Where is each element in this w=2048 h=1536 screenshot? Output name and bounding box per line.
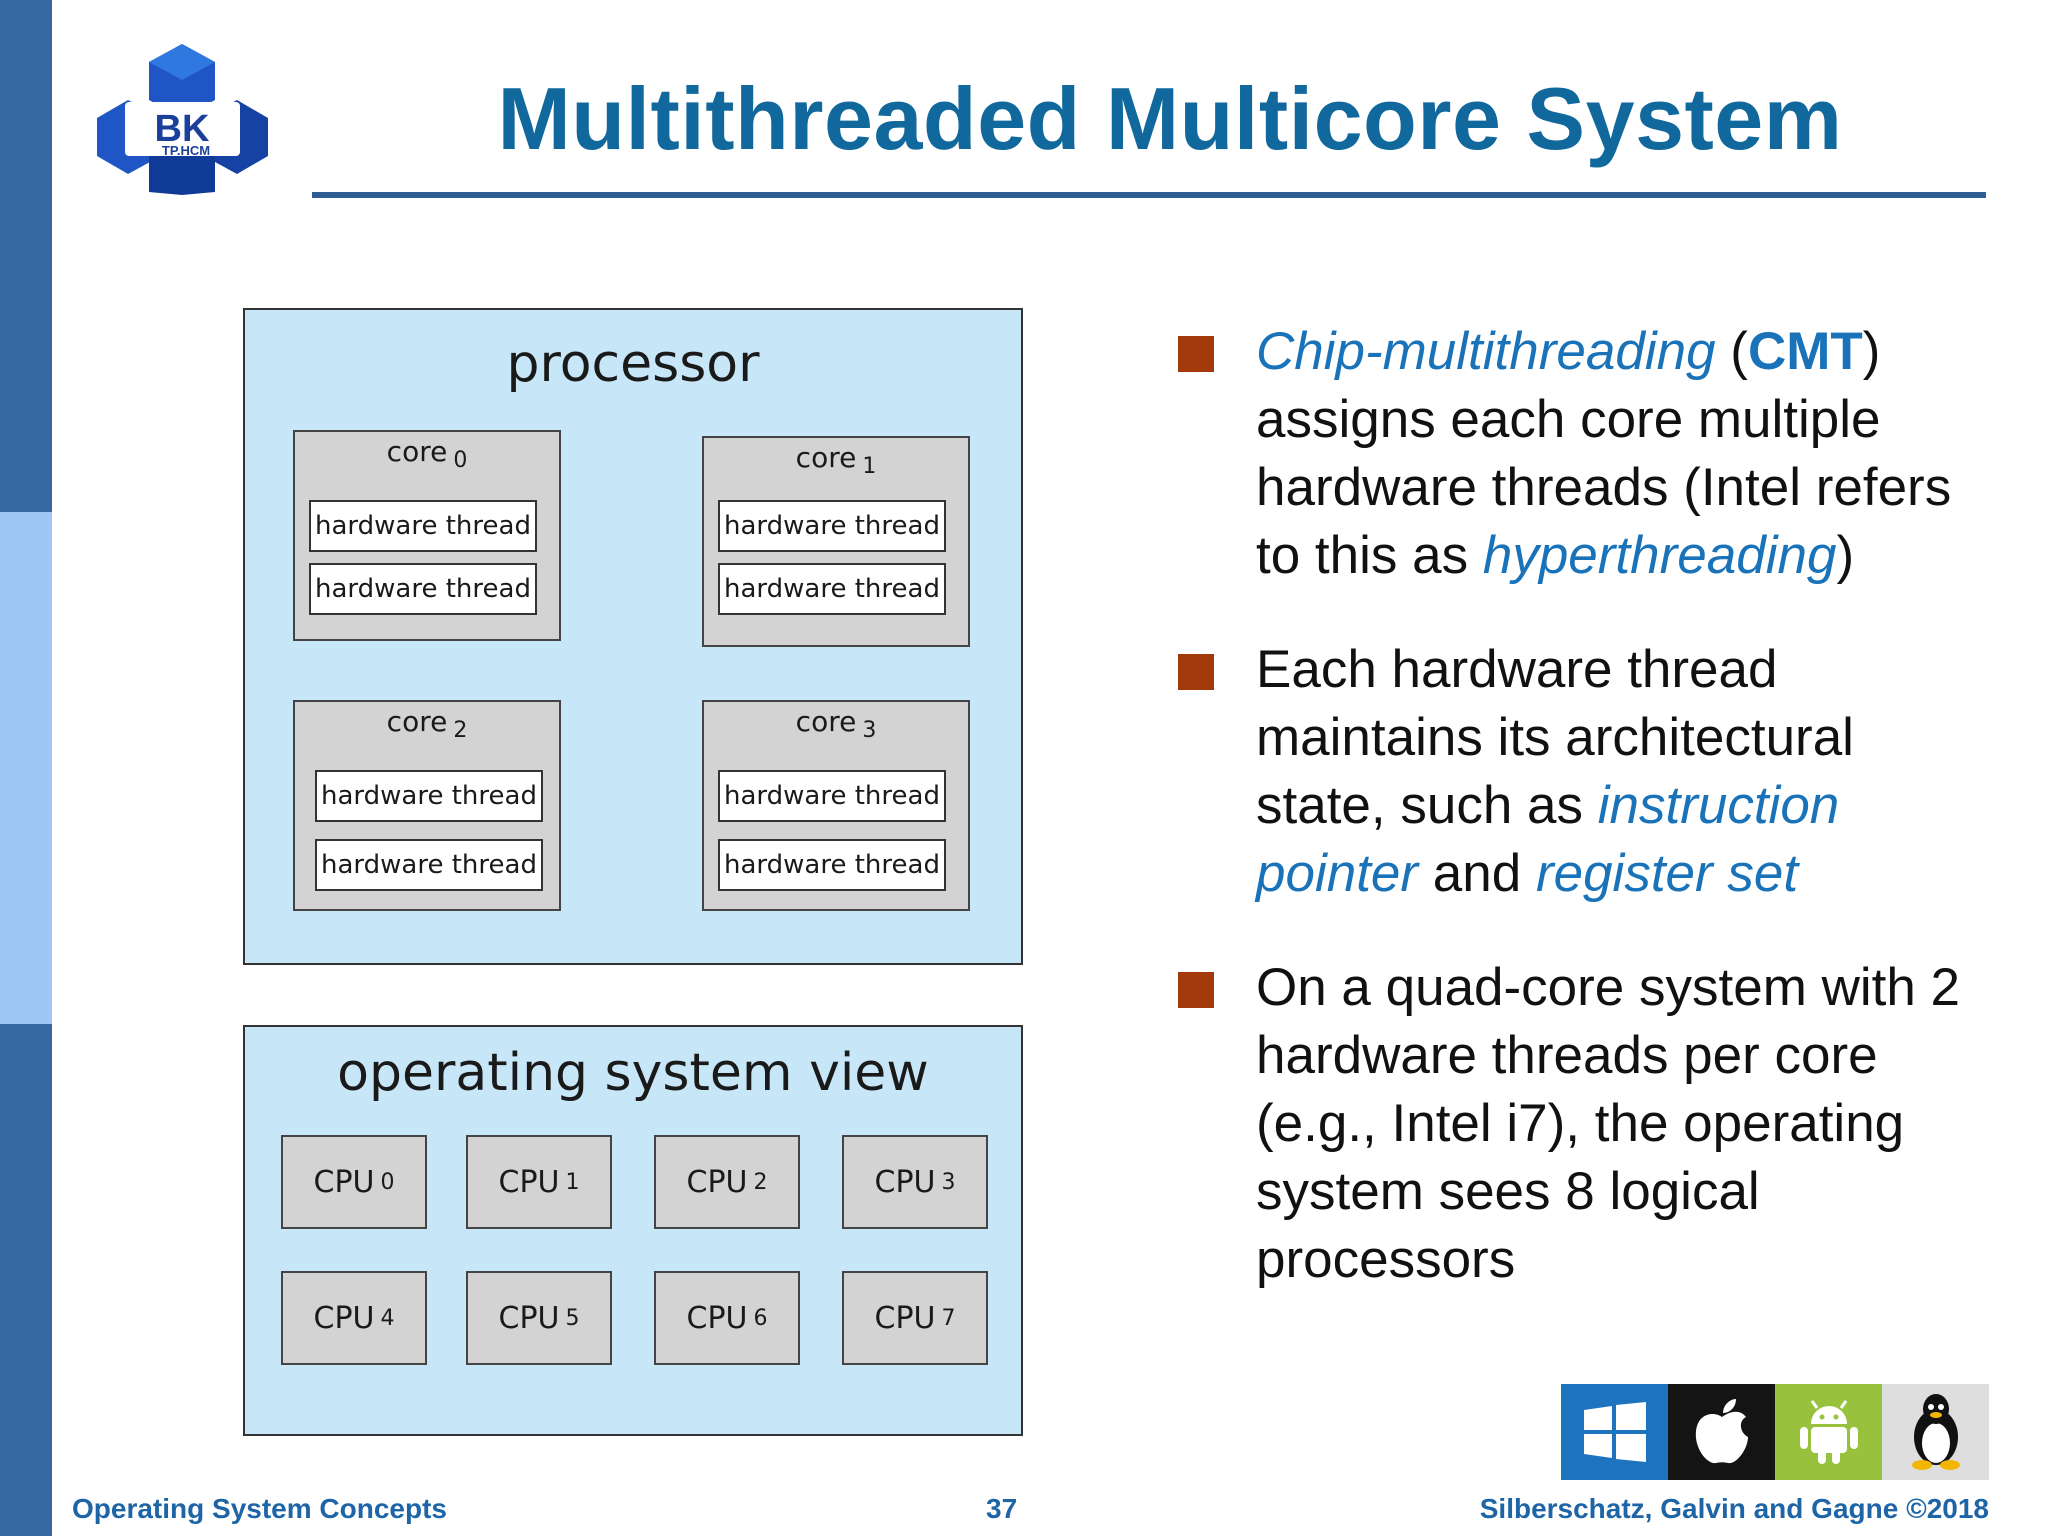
- bullet-architectural-state: Each hardware thread maintains its archi…: [1178, 636, 1998, 908]
- bullet-quad-core: On a quad-core system with 2 hardware th…: [1178, 954, 1998, 1294]
- hardware-thread: hardware thread: [309, 500, 537, 552]
- bullet-list: Chip-multithreading (CMT) assigns each c…: [1178, 318, 1998, 1340]
- sidebar-stripe-top: [0, 0, 52, 512]
- android-icon: [1775, 1384, 1882, 1480]
- title-underline: [312, 192, 1986, 198]
- os-view-title: operating system view: [337, 1043, 929, 1103]
- square-bullet-icon: [1178, 654, 1214, 690]
- hardware-thread: hardware thread: [718, 839, 946, 891]
- logo-text: BK: [155, 108, 210, 150]
- footer-copyright: Silberschatz, Galvin and Gagne ©2018: [1479, 1493, 1989, 1524]
- page-number: 37: [986, 1493, 1018, 1524]
- processor-title: processor: [506, 334, 760, 394]
- bk-logo: BK TP.HCM: [97, 44, 268, 195]
- linux-icon: [1882, 1384, 1989, 1480]
- apple-icon: [1668, 1384, 1775, 1480]
- hardware-thread: hardware thread: [718, 500, 946, 552]
- windows-icon: [1561, 1384, 1668, 1480]
- hardware-thread: hardware thread: [315, 770, 543, 822]
- hardware-thread: hardware thread: [718, 563, 946, 615]
- hardware-thread: hardware thread: [315, 839, 543, 891]
- square-bullet-icon: [1178, 336, 1214, 372]
- sidebar-stripe-middle: [0, 512, 52, 1024]
- hardware-thread: hardware thread: [718, 770, 946, 822]
- hardware-thread: hardware thread: [309, 563, 537, 615]
- footer-course-title: Operating System Concepts: [72, 1493, 447, 1524]
- logo-subtext: TP.HCM: [162, 143, 210, 158]
- sidebar-stripe-bottom: [0, 1024, 52, 1536]
- square-bullet-icon: [1178, 972, 1214, 1008]
- bullet-cmt: Chip-multithreading (CMT) assigns each c…: [1178, 318, 1998, 590]
- slide-title: Multithreaded Multicore System: [497, 69, 1843, 168]
- os-icons-strip: [1561, 1384, 1989, 1480]
